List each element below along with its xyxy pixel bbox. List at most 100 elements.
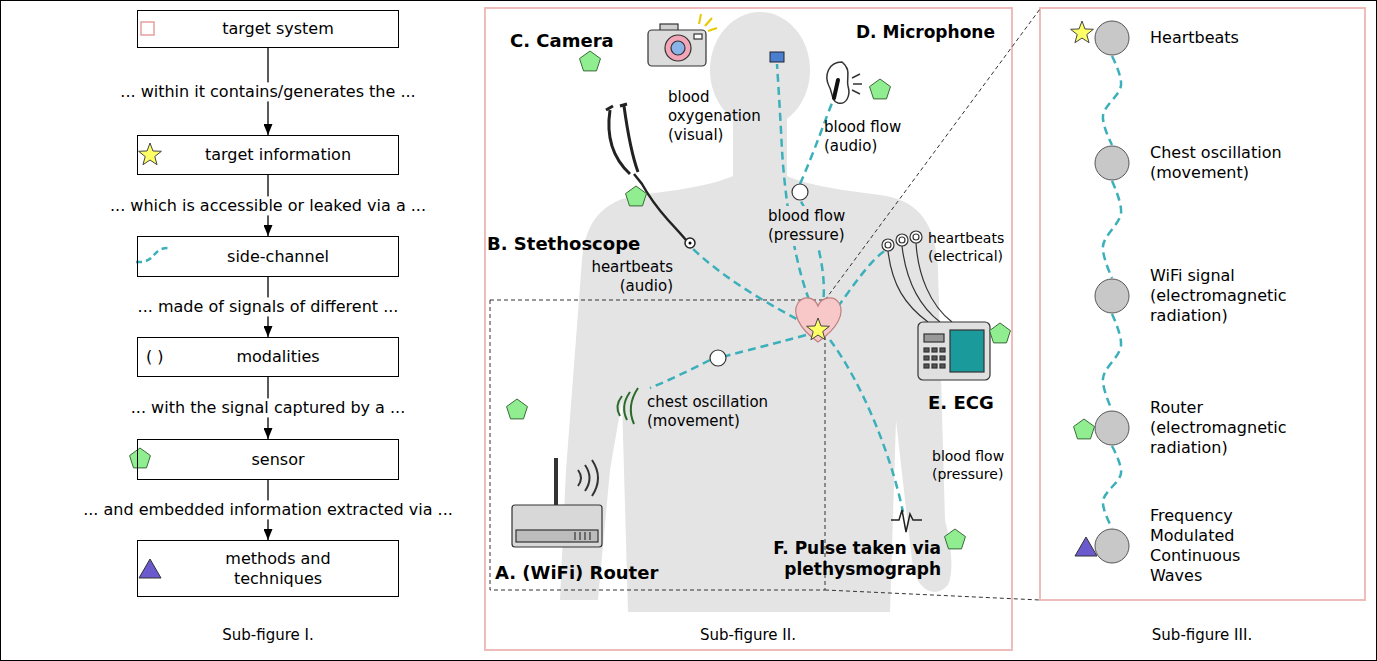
circle-label: Heartbeats: [1150, 28, 1325, 48]
signal-label: heartbeats (audio): [573, 258, 673, 296]
wifi-router: [589, 532, 590, 540]
subfigure-frame: [1040, 8, 1365, 600]
circle-shape: [1095, 279, 1129, 313]
circle-shape: [1095, 146, 1129, 180]
sensor-pentagon: [990, 323, 1011, 343]
channel-dash: [136, 248, 170, 262]
ecg-device: [940, 364, 945, 368]
edge-label: ... within it contains/generates the ...: [117, 82, 418, 101]
sensor-name: E. ECG: [928, 392, 994, 415]
sensor-name: A. (WiFi) Router: [495, 562, 658, 585]
signal-label: blood oxygenation (visual): [668, 88, 773, 144]
side-channel-lines: [692, 248, 808, 325]
circle-label: Chest oscillation (movement): [1150, 143, 1325, 183]
ecg-device: [882, 239, 894, 251]
signal-label: blood flow (pressure): [932, 448, 1010, 483]
wifi-router: [512, 388, 638, 547]
signal-label: heartbeats (electrical): [928, 230, 1008, 265]
process-box: methods and techniques: [137, 540, 399, 597]
circle-label: WiFi signal (electromagnetic radiation): [1150, 266, 1325, 326]
wifi-router: [516, 530, 598, 542]
star-icon: [1071, 21, 1094, 43]
camera-icon: [708, 28, 717, 31]
ear-microphone: [853, 83, 862, 85]
camera-icon: [705, 18, 712, 26]
ear-microphone: [834, 80, 838, 98]
relay-circle: [710, 350, 726, 366]
circle-caption: Router (electromagnetic radiation): [1150, 398, 1325, 458]
ecg-device: [932, 356, 937, 360]
method-triangle: [139, 559, 161, 578]
process-box: target system: [137, 10, 399, 48]
ecg-device: [932, 364, 937, 368]
chain-circle: Frequency Modulated Continuous Waves: [1094, 528, 1130, 564]
zoom-indicator: [490, 9, 1040, 600]
signal-label: blood flow (pressure): [766, 206, 864, 246]
zoom-indicator: [825, 590, 1040, 600]
circle-shape: [1094, 20, 1130, 56]
method-triangle: [1075, 537, 1097, 556]
circle-shape: [1094, 145, 1130, 181]
stethoscope-icon: [685, 238, 695, 248]
ecg-device: [924, 364, 929, 368]
wifi-router: [584, 532, 585, 540]
side-channel-lines: [726, 335, 806, 356]
wifi-router: [512, 505, 602, 547]
chain-circle: Heartbeats: [1094, 20, 1130, 56]
body-silhouette: [560, 12, 951, 612]
side-channel-link: [1103, 181, 1121, 278]
box-label: side-channel: [227, 247, 329, 266]
edge-label: ... made of signals of different ...: [135, 297, 402, 316]
box-label: modalities: [236, 347, 319, 366]
camera-icon: [671, 41, 685, 55]
subfigure-caption: Sub-figure II.: [700, 626, 796, 645]
zoom-indicator: [825, 9, 1040, 300]
ecg-device: [918, 322, 990, 380]
subfigure-frame: [485, 8, 1012, 650]
heart: [796, 298, 841, 342]
circle-caption: WiFi signal (electromagnetic radiation): [1150, 266, 1325, 326]
sensor-pentagon: [130, 448, 151, 468]
camera-icon: [665, 35, 691, 61]
wifi-router: [578, 470, 581, 486]
side-channel-lines: [650, 360, 710, 388]
pulse-trace: [891, 510, 922, 532]
sensor-pentagon: [626, 186, 647, 206]
stethoscope-icon: [620, 104, 627, 106]
camera-icon: [648, 14, 717, 66]
process-box: target information: [137, 135, 399, 175]
ear-microphone: [827, 62, 862, 103]
ecg-device: [950, 330, 984, 372]
box-label: methods and techniques: [208, 549, 348, 587]
stethoscope-icon: [624, 106, 638, 172]
stethoscope-icon: [689, 242, 692, 245]
sensor-name: D. Microphone: [856, 22, 995, 43]
ecg-device: [885, 242, 891, 248]
ecg-device: [899, 237, 905, 243]
edge-label: ... and embedded information extracted v…: [80, 500, 456, 519]
system-square: [141, 22, 154, 35]
symbol-text: ( ): [146, 347, 164, 366]
side-channel-link: [1103, 314, 1121, 410]
ear-microphone: [852, 90, 860, 94]
camera-icon: [648, 30, 706, 66]
star-icon: [807, 318, 830, 340]
subfigure-caption: Sub-figure III.: [1152, 626, 1252, 645]
sensor-pentagon: [945, 529, 966, 549]
ecg-device: [888, 251, 928, 322]
circle-caption: Frequency Modulated Continuous Waves: [1150, 506, 1260, 586]
ecg-device: [896, 234, 908, 246]
box-label: target system: [222, 19, 334, 38]
circle-label: Router (electromagnetic radiation): [1150, 398, 1325, 458]
edge-label: ... which is accessible or leaked via a …: [107, 196, 429, 215]
camera-icon: [694, 34, 702, 39]
sensor-pentagon: [870, 79, 891, 99]
camera-target: [770, 52, 784, 62]
stethoscope-icon: [634, 174, 686, 240]
ecg-device: [913, 234, 919, 240]
sensor-name: B. Stethoscope: [487, 233, 640, 256]
stethoscope-icon: [606, 106, 613, 110]
side-channel-link: [1103, 446, 1121, 528]
signal-label: blood flow (audio): [824, 118, 909, 156]
